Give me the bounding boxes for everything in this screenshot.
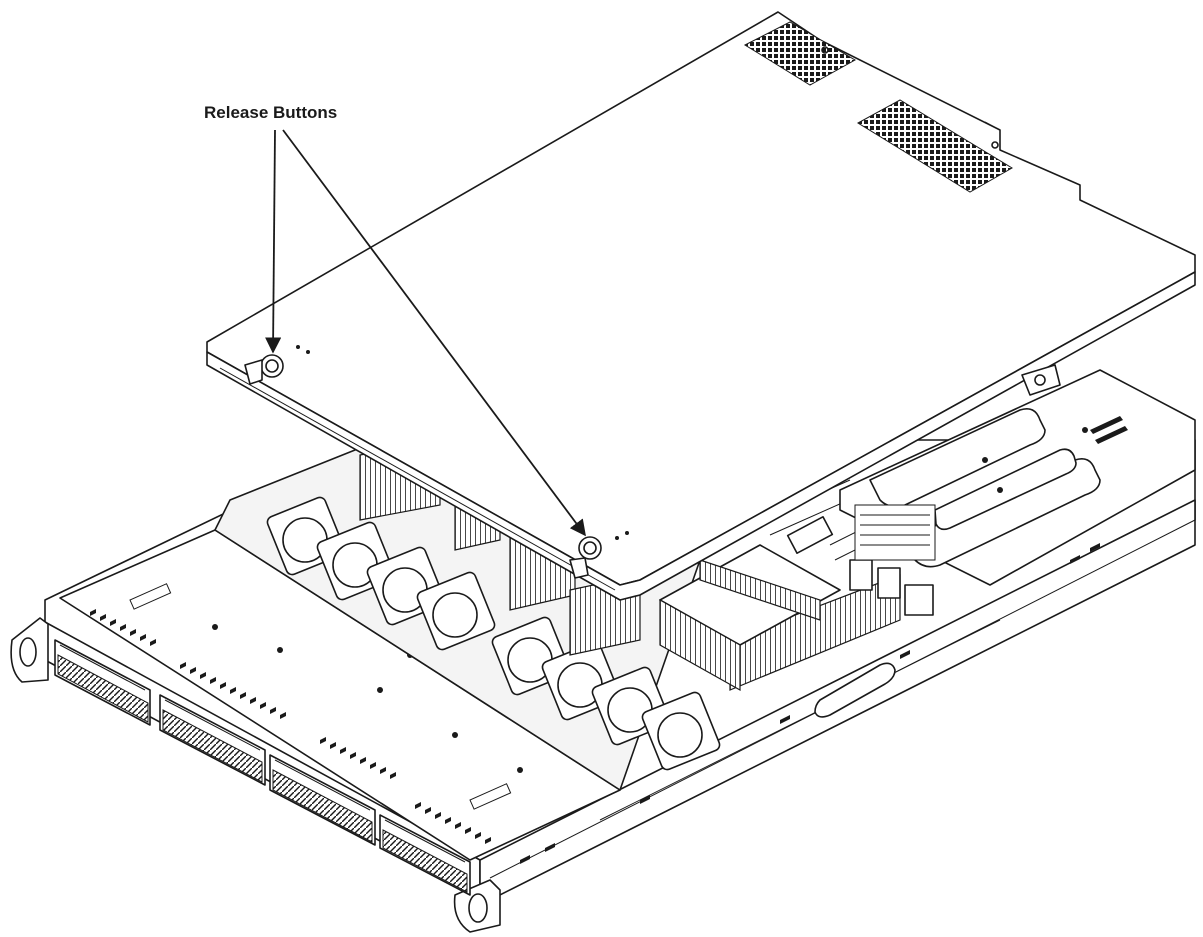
power-supply-area — [839, 369, 1196, 586]
cover-rear-latch — [1021, 364, 1061, 396]
cpu-heatsink — [659, 544, 841, 692]
cover-vent-rear — [857, 99, 1013, 193]
release-button-right — [569, 536, 602, 579]
chassis-handle — [814, 662, 896, 718]
top-cover — [206, 11, 1196, 601]
release-button-left — [244, 354, 284, 385]
hot-swap-drive-bays — [54, 639, 471, 896]
rack-ear-left — [10, 617, 49, 683]
callout-arrows — [265, 129, 586, 537]
chassis — [10, 369, 1196, 933]
arrow-to-right-button — [282, 129, 586, 537]
arrow-to-left-button — [265, 129, 282, 354]
cover-lip — [206, 271, 1196, 601]
cover-vent-front — [743, 21, 857, 86]
release-buttons-label: Release Buttons — [204, 103, 338, 122]
